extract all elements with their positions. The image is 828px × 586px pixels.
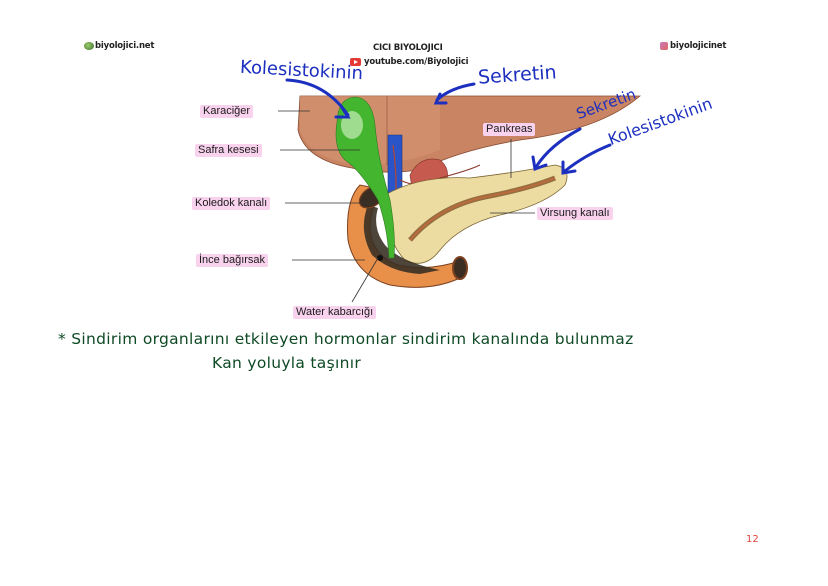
brand-right: biyolojicinet <box>660 41 726 51</box>
brand-left-text: biyolojici.net <box>95 41 155 51</box>
label-gallbladder: Safra kesesi <box>195 144 262 157</box>
arrow-to-pancreas-2 <box>563 143 612 173</box>
label-ampulla: Water kabarcığı <box>293 306 377 319</box>
label-liver: Karaciğer <box>200 105 254 118</box>
youtube-channel: youtube.com/Biyolojici <box>350 57 469 67</box>
brand-left: biyolojici.net <box>84 41 154 51</box>
instagram-icon <box>660 41 668 50</box>
note-line-2: Kan yoluyla taşınır <box>212 354 361 372</box>
ampulla-dot <box>377 255 383 261</box>
note-line-1-text: Sindirim organlarını etkileyen hormonlar… <box>71 330 634 348</box>
label-small-intestine: İnce bağırsak <box>196 254 269 267</box>
note-line-1: * Sindirim organlarını etkileyen hormonl… <box>58 330 634 348</box>
globe-logo-icon <box>84 41 94 50</box>
brand-right-text: biyolojicinet <box>670 41 727 51</box>
header-title: CICI BIYOLOJICI <box>373 43 443 53</box>
page-number: 12 <box>746 534 759 545</box>
label-bile-duct: Koledok kanalı <box>192 197 271 210</box>
label-pancreatic-duct: Virsung kanalı <box>537 207 613 220</box>
annotation-arrows <box>285 78 612 175</box>
note-bullet: * <box>58 330 67 348</box>
label-pancreas: Pankreas <box>483 123 536 136</box>
arrow-to-pancreas-1 <box>534 127 582 169</box>
youtube-icon <box>350 57 361 66</box>
youtube-channel-text: youtube.com/Biyolojici <box>364 57 469 67</box>
